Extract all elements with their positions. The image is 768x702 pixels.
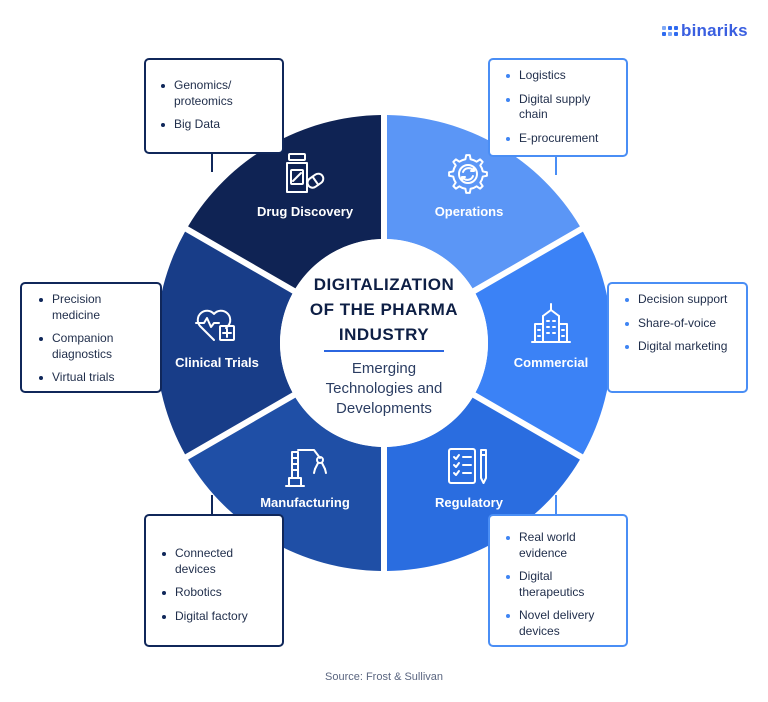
center-title-line: INDUSTRY — [338, 325, 430, 344]
list-item: Virtual trials — [38, 370, 152, 386]
box-regulatory: Real world evidence Digital therapeutics… — [488, 514, 628, 647]
logo-dots-icon — [662, 26, 678, 36]
center-title-line: OF THE PHARMA — [309, 300, 459, 319]
list-item: Digital therapeutics — [505, 569, 618, 600]
segment-operations — [386, 115, 580, 289]
list-item: Precision medicine — [38, 292, 152, 323]
list-item: Genomics/ proteomics — [160, 78, 272, 109]
list-item: Novel delivery devices — [505, 608, 618, 639]
list-item: Share-of-voice — [624, 316, 738, 332]
segment-label-commercial: Commercial — [513, 355, 589, 370]
segment-drug-discovery — [188, 115, 382, 289]
list-item: Companion diagnostics — [38, 331, 152, 362]
center-circle — [280, 239, 488, 447]
segment-clinical-trials — [155, 231, 293, 455]
center-title-line: DIGITALIZATION — [313, 275, 455, 294]
list-item: Robotics — [161, 585, 274, 601]
checklist-icon — [448, 448, 487, 484]
center-subtitle: Emerging Technologies and Developments — [298, 359, 470, 419]
list-item: Big Data — [160, 117, 272, 133]
box-drug-discovery: Genomics/ proteomics Big Data — [144, 58, 284, 154]
segment-label-regulatory: Regulatory — [435, 495, 503, 510]
center-title: DIGITALIZATION OF THE PHARMA INDUSTRY — [298, 272, 470, 347]
binariks-logo[interactable]: binariks — [662, 20, 748, 42]
building-icon — [531, 303, 571, 343]
box-operations: Logistics Digital supply chain E-procure… — [488, 58, 628, 157]
list-item: Connected devices — [161, 546, 274, 577]
box-manufacturing: Connected devices Robotics Digital facto… — [144, 514, 284, 647]
box-commercial: Decision support Share-of-voice Digital … — [607, 282, 748, 393]
box-clinical-trials: Precision medicine Companion diagnostics… — [20, 282, 162, 393]
list-item: E-procurement — [505, 131, 618, 147]
segment-label-clinical-trials: Clinical Trials — [175, 355, 259, 370]
list-item: Digital factory — [161, 609, 274, 625]
list-item: Digital supply chain — [505, 92, 618, 123]
heart-pulse-icon — [195, 309, 235, 341]
center-subtitle-line: Technologies and — [325, 380, 443, 397]
gear-icon — [448, 154, 488, 194]
list-item: Digital marketing — [624, 339, 738, 355]
center-subtitle-line: Emerging — [351, 360, 417, 377]
list-item: Logistics — [505, 68, 618, 84]
segment-regulatory — [386, 397, 580, 571]
segment-manufacturing — [188, 397, 382, 571]
list-item: Real world evidence — [505, 530, 618, 561]
robot-arm-icon — [285, 449, 327, 487]
segment-label-manufacturing: Manufacturing — [260, 495, 350, 510]
pill-bottle-icon — [286, 153, 325, 193]
source-note: Source: Frost & Sullivan — [325, 671, 443, 683]
center-divider — [324, 350, 444, 352]
logo-text: binariks — [681, 21, 748, 40]
list-item: Decision support — [624, 292, 738, 308]
center-subtitle-line: Developments — [336, 400, 432, 417]
segment-label-drug-discovery: Drug Discovery — [256, 204, 354, 219]
segment-label-operations: Operations — [434, 204, 504, 219]
